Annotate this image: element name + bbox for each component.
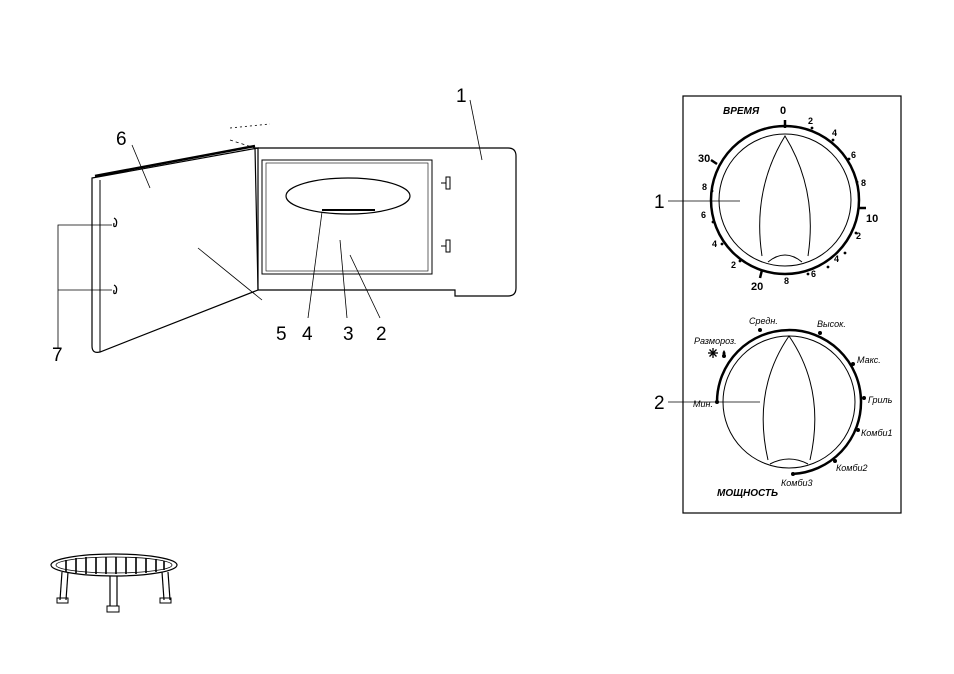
callout-2: 2 (376, 324, 387, 345)
svg-text:4: 4 (832, 128, 837, 138)
power-mode-combi1: Комби1 (861, 428, 893, 438)
svg-text:6: 6 (701, 210, 706, 220)
control-panel-frame (683, 96, 901, 513)
svg-text:2: 2 (856, 231, 861, 241)
callout-7: 7 (52, 345, 63, 366)
moon-icon (703, 482, 713, 502)
oven-window-lamp (286, 178, 410, 214)
latch-slot-upper (441, 177, 450, 189)
snowflake-icon (708, 348, 718, 358)
svg-text:4: 4 (712, 239, 717, 249)
grill-rack (51, 554, 177, 612)
oven-cavity (262, 160, 432, 274)
power-mode-min: Мин. (693, 399, 713, 409)
oven-door (92, 148, 258, 352)
latch-slot-lower (441, 240, 450, 252)
power-title: МОЩНОСТЬ (703, 482, 778, 502)
power-mode-defrost: Размороз. (694, 336, 737, 346)
power-mode-high: Высок. (817, 319, 846, 329)
callout-6: 6 (116, 129, 127, 150)
svg-text:ВРЕМЯ: ВРЕМЯ (723, 106, 760, 117)
svg-text:4: 4 (834, 254, 839, 264)
timer-label-20: 20 (751, 281, 763, 293)
timer-label-0: 0 (780, 105, 786, 117)
svg-text:МОЩНОСТЬ: МОЩНОСТЬ (717, 488, 778, 499)
control-panel: ВРЕМЯ 0 10 20 30 2 4 6 8 2 4 6 8 2 4 6 8… (654, 96, 901, 513)
microwave-oven: 1 6 5 4 3 2 7 (52, 86, 516, 366)
callout-5: 5 (276, 324, 287, 345)
timer-knob[interactable] (711, 120, 866, 278)
svg-text:2: 2 (731, 260, 736, 270)
timer-callout: 1 (654, 192, 665, 213)
moon-icon (708, 101, 718, 121)
svg-text:8: 8 (784, 276, 789, 286)
callout-4: 4 (302, 324, 313, 345)
svg-text:6: 6 (811, 269, 816, 279)
timer-label-30: 30 (698, 153, 710, 165)
power-mode-combi2: Комби2 (836, 463, 868, 473)
svg-text:8: 8 (702, 182, 707, 192)
power-mode-max: Макс. (857, 355, 881, 365)
callout-1: 1 (456, 86, 467, 107)
svg-text:2: 2 (808, 116, 813, 126)
timer-title: ВРЕМЯ (708, 101, 760, 121)
door-top-edge (95, 146, 255, 176)
door-hook-lower (114, 285, 117, 294)
callout-3: 3 (343, 324, 354, 345)
power-mode-medium: Средн. (749, 316, 778, 326)
power-mode-combi3: Комби3 (781, 478, 813, 488)
door-hook-upper (114, 218, 117, 227)
timer-label-10: 10 (866, 213, 878, 225)
svg-text:8: 8 (861, 178, 866, 188)
power-mode-grill: Гриль (868, 395, 893, 405)
power-callout: 2 (654, 393, 665, 414)
svg-text:6: 6 (851, 150, 856, 160)
